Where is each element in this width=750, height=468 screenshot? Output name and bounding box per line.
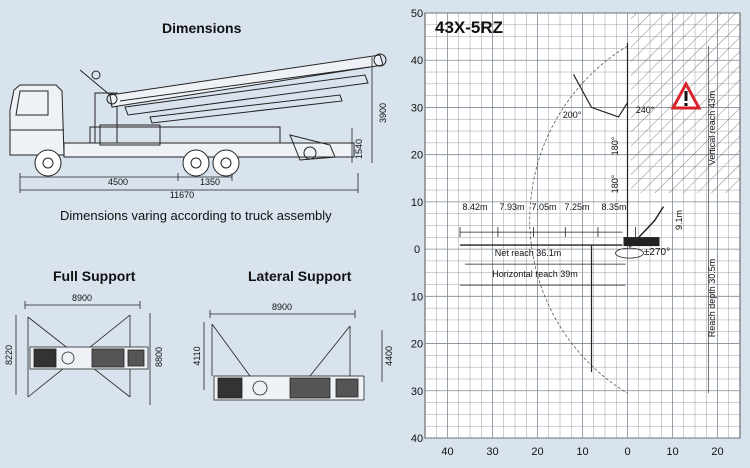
segment-label-4: 7.25m — [564, 202, 589, 212]
rotation-ellipse — [615, 247, 644, 259]
y-tick-label: 30 — [411, 386, 423, 398]
dim-3900: 3900 — [378, 103, 388, 123]
vertical-reach-label: Vertical reach 43m — [707, 91, 717, 166]
lateral-support-diagram: 8900 4110 4400 — [192, 302, 394, 401]
model-label: 43X-5RZ — [435, 18, 503, 37]
x-tick-label: 20 — [531, 446, 543, 458]
x-tick-label: 10 — [576, 446, 588, 458]
y-tick-label: 30 — [411, 102, 423, 114]
full-support-left-height: 8220 — [4, 345, 14, 365]
dimensions-title: Dimensions — [162, 20, 242, 36]
horizontal-reach-label: Horizontal reach 39m — [492, 269, 578, 279]
lateral-support-left-height: 4110 — [192, 346, 202, 365]
y-tick-label: 40 — [411, 433, 423, 445]
dim-4500: 4500 — [108, 177, 128, 187]
dim-1350: 1350 — [200, 177, 220, 187]
y-tick-label: 0 — [414, 244, 420, 256]
lateral-support-right-height: 4400 — [384, 346, 394, 366]
truck-side-view: 4500 1350 11670 3900 1540 — [9, 53, 388, 200]
folded-boom — [572, 74, 629, 118]
y-tick-label: 10 — [411, 197, 423, 209]
net-reach-label: Net reach 36.1m — [495, 248, 562, 258]
x-tick-label: 20 — [711, 446, 723, 458]
segment-label-5: 8.35m — [601, 202, 626, 212]
reach-depth-label: Reach depth 30.5m — [707, 259, 717, 338]
height-9-1-label: 9.1m — [674, 210, 684, 230]
reach-chart-panel: 50 40 30 20 10 0 10 20 30 40 40 30 20 10 0 10 20 43X-5R… — [395, 0, 750, 463]
segment-label-1: 8.42m — [462, 202, 487, 212]
y-tick-label: 20 — [411, 150, 423, 162]
full-support-right-height: 8800 — [154, 347, 164, 367]
full-support-title: Full Support — [53, 268, 136, 284]
full-support-width: 8900 — [72, 293, 92, 303]
lateral-support-width: 8900 — [272, 302, 292, 312]
x-tick-label: 10 — [666, 446, 678, 458]
y-tick-label: 10 — [411, 291, 423, 303]
segment-label-2: 7.93m — [499, 202, 524, 212]
reach-arc — [529, 45, 628, 394]
rotation-label: ±270° — [644, 247, 670, 258]
y-tick-label: 50 — [411, 8, 423, 20]
reach-diagram: 50 40 30 20 10 0 10 20 30 40 40 30 20 10 0 10 20 43X-5R… — [411, 8, 741, 458]
y-tick-label: 40 — [411, 55, 423, 67]
dim-1540: 1540 — [354, 139, 364, 159]
x-tick-label: 40 — [441, 446, 453, 458]
angle-200-label: 200° — [563, 110, 582, 120]
angle-180-top-label: 180° — [610, 136, 620, 155]
angle-180-bottom-label: 180° — [610, 174, 620, 193]
y-axis-ticks: 50 40 30 20 10 0 10 20 30 40 — [411, 8, 423, 445]
dim-11670: 11670 — [170, 190, 194, 200]
y-tick-label: 20 — [411, 339, 423, 351]
warning-icon — [670, 80, 702, 110]
boom-overlay — [459, 43, 709, 394]
angle-240-label: 240° — [636, 105, 655, 115]
dimensions-caption: Dimensions varing according to truck ass… — [60, 208, 332, 223]
lateral-support-title: Lateral Support — [248, 268, 352, 284]
truck-silhouette — [623, 237, 660, 247]
segment-label-3: 7.05m — [531, 202, 556, 212]
x-tick-label: 0 — [624, 446, 630, 458]
x-tick-label: 30 — [486, 446, 498, 458]
full-support-diagram: 8900 8220 8800 — [4, 293, 164, 405]
dimensions-panel: Dimensions — [4, 20, 394, 405]
x-axis-ticks: 40 30 20 10 0 10 20 — [441, 446, 723, 458]
